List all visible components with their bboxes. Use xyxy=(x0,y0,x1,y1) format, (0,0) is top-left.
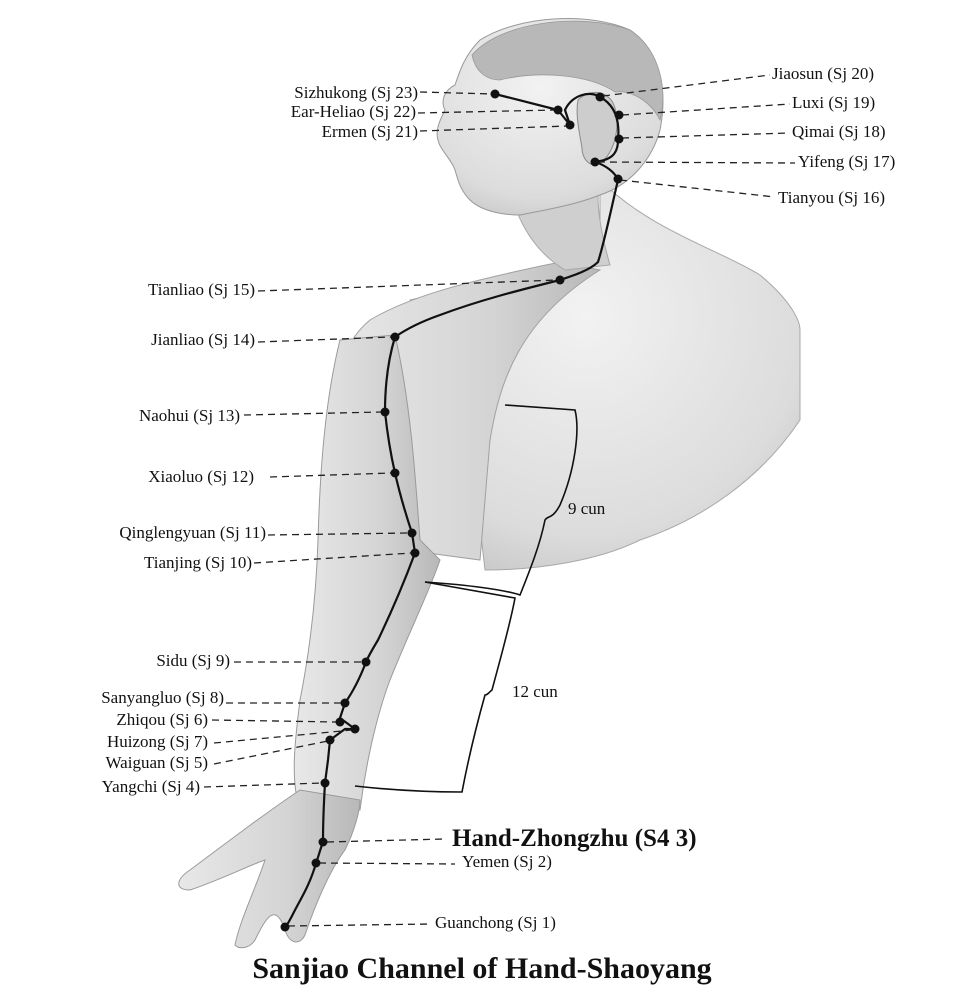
point-sj7 xyxy=(351,725,360,734)
label-sj17: Yifeng (Sj 17) xyxy=(798,152,895,171)
label-sj10: Tianjing (Sj 10) xyxy=(144,553,252,572)
point-sj6 xyxy=(336,718,345,727)
label-sj9: Sidu (Sj 9) xyxy=(156,651,230,670)
label-sj2: Yemen (Sj 2) xyxy=(462,852,552,871)
label-sj13: Naohui (Sj 13) xyxy=(139,406,240,425)
label-sj23: Sizhukong (Sj 23) xyxy=(294,83,418,102)
point-sj20 xyxy=(596,93,605,102)
label-sj8: Sanyangluo (Sj 8) xyxy=(101,688,224,707)
point-sj4 xyxy=(321,779,330,788)
measure-9cun: 9 cun xyxy=(568,499,606,518)
point-sj15 xyxy=(556,276,565,285)
label-sj22: Ear-Heliao (Sj 22) xyxy=(291,102,416,121)
label-sj21: Ermen (Sj 21) xyxy=(322,122,418,141)
label-sj7: Huizong (Sj 7) xyxy=(107,732,208,751)
figure-title: Sanjiao Channel of Hand-Shaoyang xyxy=(252,952,711,985)
point-sj13 xyxy=(381,408,390,417)
point-sj23 xyxy=(491,90,500,99)
label-sj6: Zhiqou (Sj 6) xyxy=(116,710,208,729)
body-figure xyxy=(179,19,800,948)
label-sj5: Waiguan (Sj 5) xyxy=(106,753,209,772)
point-sj22 xyxy=(554,106,563,115)
label-sj19: Luxi (Sj 19) xyxy=(792,93,875,112)
label-sj11: Qinglengyuan (Sj 11) xyxy=(119,523,266,542)
point-sj18 xyxy=(615,135,624,144)
label-sj18: Qimai (Sj 18) xyxy=(792,122,886,141)
label-sj14: Jianliao (Sj 14) xyxy=(151,330,255,349)
point-sj8 xyxy=(341,699,350,708)
label-sj20: Jiaosun (Sj 20) xyxy=(772,64,874,83)
point-sj11 xyxy=(408,529,417,538)
point-sj10 xyxy=(411,549,420,558)
label-sj4: Yangchi (Sj 4) xyxy=(102,777,200,796)
point-sj17 xyxy=(591,158,600,167)
label-sj15: Tianliao (Sj 15) xyxy=(148,280,255,299)
label-sj16: Tianyou (Sj 16) xyxy=(778,188,885,207)
point-sj19 xyxy=(615,111,624,120)
point-sj16 xyxy=(614,175,623,184)
point-sj2 xyxy=(312,859,321,868)
point-sj14 xyxy=(391,333,400,342)
point-sj5 xyxy=(326,736,335,745)
label-sj12: Xiaoluo (Sj 12) xyxy=(148,467,254,486)
point-sj1 xyxy=(281,923,290,932)
label-sj3-highlight: Hand-Zhongzhu (S4 3) xyxy=(452,825,697,852)
hand xyxy=(179,790,360,948)
point-sj21 xyxy=(566,121,575,130)
measure-12cun: 12 cun xyxy=(512,682,558,701)
point-sj9 xyxy=(362,658,371,667)
label-sj1: Guanchong (Sj 1) xyxy=(435,913,556,932)
point-sj12 xyxy=(391,469,400,478)
point-sj3 xyxy=(319,838,328,847)
